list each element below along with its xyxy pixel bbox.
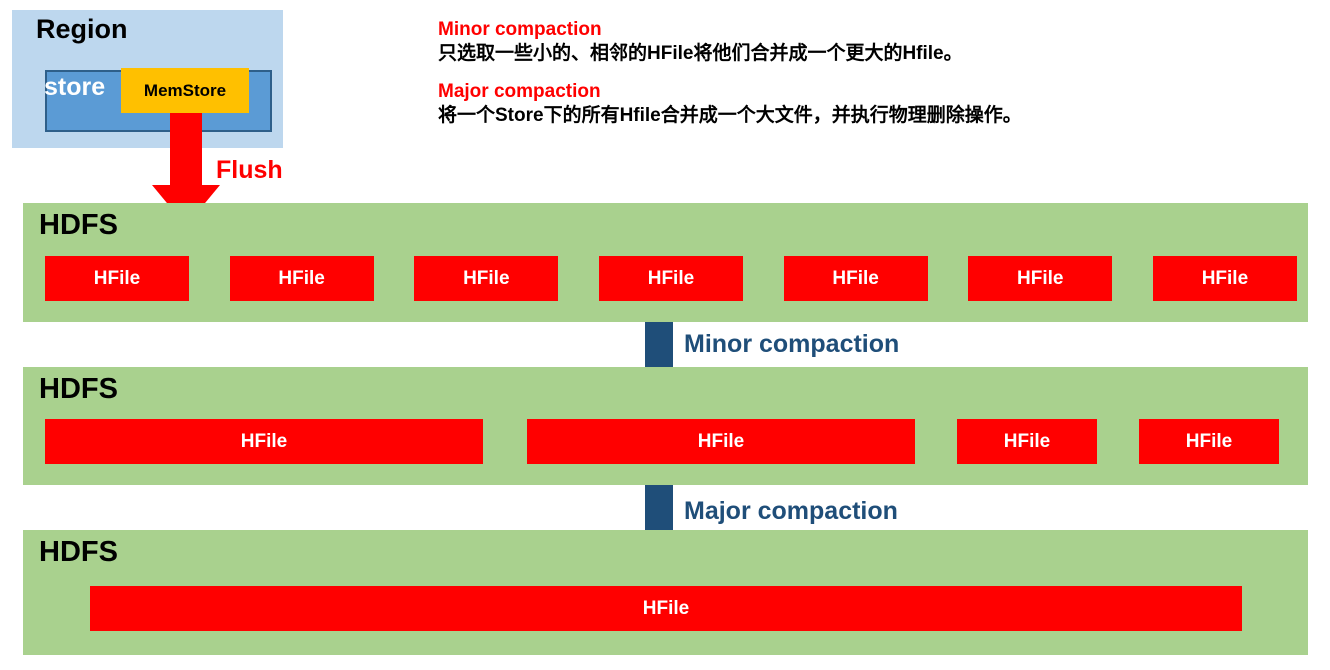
major-compaction-label: Major compaction [684, 497, 898, 525]
compaction-notes: Minor compaction 只选取一些小的、相邻的HFile将他们合并成一… [438, 18, 1318, 143]
hfile-box: HFile [45, 256, 189, 301]
hfile-box: HFile [45, 419, 483, 464]
hdfs-panel-1: HDFS HFile HFile HFile HFile HFile HFile… [23, 203, 1308, 322]
hfile-row-1: HFile HFile HFile HFile HFile HFile HFil… [45, 256, 1297, 301]
hfile-row-3: HFile [90, 586, 1242, 631]
hdfs-title: HDFS [39, 373, 118, 405]
hfile-box: HFile [783, 256, 928, 301]
memstore-box: MemStore [121, 68, 249, 113]
flush-label: Flush [216, 156, 283, 184]
memstore-label: MemStore [143, 80, 227, 100]
hfile-box: HFile [957, 419, 1097, 464]
region-title: Region [36, 14, 128, 44]
note-body-minor: 只选取一些小的、相邻的HFile将他们合并成一个更大的Hfile。 [438, 42, 963, 64]
note-body-major: 将一个Store下的所有Hfile合并成一个大文件，并执行物理删除操作。 [438, 105, 1022, 127]
hfile-box: HFile [229, 256, 374, 301]
hdfs-title: HDFS [39, 209, 118, 241]
store-label: store [44, 73, 106, 101]
hdfs-panel-3: HDFS HFile [23, 530, 1308, 655]
note-heading-minor: Minor compaction [438, 19, 602, 40]
minor-compaction-label: Minor compaction [684, 330, 900, 358]
hdfs-panel-2: HDFS HFile HFile HFile HFile [23, 367, 1308, 485]
hfile-row-2: HFile HFile HFile HFile [45, 419, 1297, 464]
hfile-box: HFile [1152, 256, 1297, 301]
flush-arrow-icon [150, 113, 222, 228]
hfile-box: HFile [968, 256, 1113, 301]
hfile-box: HFile [414, 256, 559, 301]
note-heading-major: Major compaction [438, 81, 601, 103]
hfile-box: HFile [598, 256, 743, 301]
hfile-box: HFile [527, 419, 915, 464]
hfile-box: HFile [90, 586, 1242, 631]
hfile-box: HFile [1139, 419, 1279, 464]
hdfs-title: HDFS [39, 536, 118, 568]
